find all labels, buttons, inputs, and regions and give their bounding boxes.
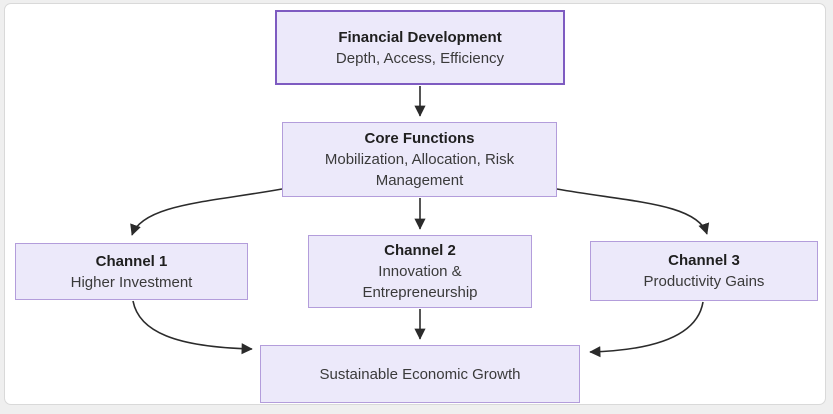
node-title: Channel 2 xyxy=(384,242,456,259)
node-title: Sustainable Economic Growth xyxy=(319,365,521,383)
node-channel-2: Channel 2 Innovation & Entrepreneurship xyxy=(308,235,532,308)
node-financial-development: Financial Development Depth, Access, Eff… xyxy=(275,10,565,85)
node-title: Channel 1 xyxy=(95,252,168,270)
node-channel-1: Channel 1 Higher Investment xyxy=(15,243,248,300)
node-subtitle: Depth, Access, Efficiency xyxy=(335,49,505,67)
node-subtitle: Productivity Gains xyxy=(643,273,765,290)
node-title: Core Functions xyxy=(364,130,475,147)
node-subtitle: Innovation & Entrepreneurship xyxy=(362,263,478,301)
node-title: Financial Development xyxy=(338,28,502,46)
node-subtitle: Mobilization, Allocation, Risk Managemen… xyxy=(324,151,515,189)
node-core-functions: Core Functions Mobilization, Allocation,… xyxy=(282,122,557,197)
node-sustainable-economic-growth: Sustainable Economic Growth xyxy=(260,345,580,403)
node-channel-3: Channel 3 Productivity Gains xyxy=(590,241,818,301)
node-title: Channel 3 xyxy=(668,252,740,269)
node-subtitle: Higher Investment xyxy=(70,273,193,291)
